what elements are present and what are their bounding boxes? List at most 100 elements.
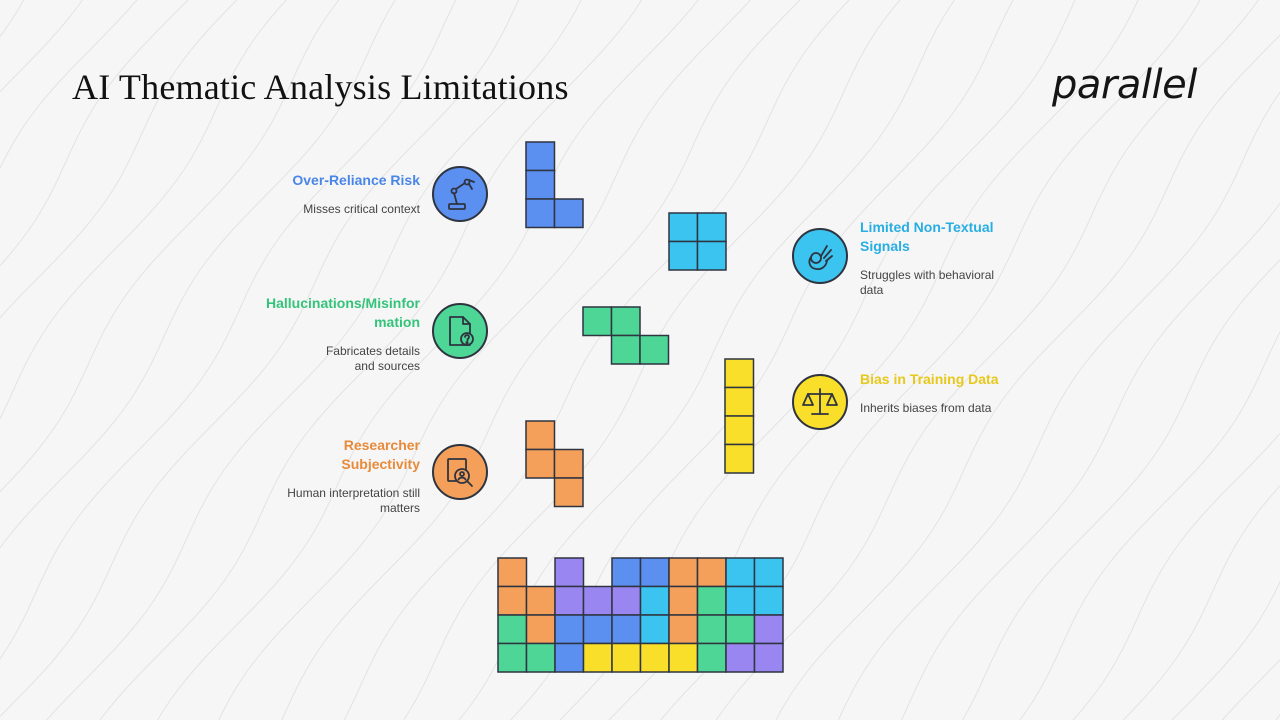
stacked-wall-block (639, 614, 670, 645)
green-z-tetromino (610, 334, 641, 365)
orange-s-tetromino (525, 448, 556, 479)
background-wave-line (46, 0, 582, 720)
stacked-wall-block (639, 642, 670, 673)
limitation-over-reliance: Over-Reliance Risk Misses critical conte… (230, 171, 420, 217)
stacked-wall-block (668, 642, 699, 673)
background-wave-line (775, 34, 1280, 720)
blue-l-tetromino (553, 198, 584, 229)
brand-logo: parallel (1052, 62, 1197, 108)
background-wave-line (0, 0, 238, 319)
stacked-wall-block (696, 614, 727, 645)
background-wave-line (343, 0, 850, 720)
stacked-wall-block (725, 614, 756, 645)
question-document-icon (432, 303, 488, 359)
limitation-non-textual: Limited Non-Textual Signals Struggles wi… (860, 218, 1005, 298)
limitation-bias-title: Bias in Training Data (860, 371, 999, 387)
green-z-tetromino (639, 334, 670, 365)
background-wave-line (0, 0, 138, 170)
stacked-wall-block (582, 642, 613, 673)
stacked-wall-block (668, 557, 699, 588)
cyan-square-tetromino (696, 212, 727, 243)
stacked-wall-block (611, 585, 642, 616)
stacked-wall-block (554, 585, 585, 616)
orange-s-tetromino (525, 420, 556, 451)
background-wave-line (1072, 432, 1280, 720)
stacked-wall-block (725, 642, 756, 673)
magnifier-person-icon (432, 444, 488, 500)
background-wave-line (0, 0, 340, 493)
background-wave-line (99, 0, 643, 720)
cyan-square-tetromino (668, 240, 699, 271)
limitation-researcher-subjectivity-title: Researcher Subjectivity (341, 437, 420, 472)
stacked-wall-block (639, 585, 670, 616)
stacked-wall-block (611, 614, 642, 645)
stacked-wall-block (696, 642, 727, 673)
cyan-square-tetromino (668, 212, 699, 243)
limitation-non-textual-title: Limited Non-Textual Signals (860, 219, 994, 254)
robot-arm-icon (432, 166, 488, 222)
limitation-bias-desc: Inherits biases from data (860, 401, 992, 415)
balance-scale-icon (792, 374, 848, 430)
stacked-wall-block (725, 585, 756, 616)
stacked-wall-block (696, 557, 727, 588)
limitation-hallucinations-desc: Fabricates details and sources (325, 344, 420, 373)
stacked-wall-block (554, 614, 585, 645)
stacked-wall-block (554, 642, 585, 673)
limitation-over-reliance-desc: Misses critical context (303, 202, 420, 216)
background-wave-line (0, 0, 457, 660)
stacked-wall-block (497, 557, 528, 588)
limitation-non-textual-desc: Struggles with behavioral data (860, 268, 995, 297)
stacked-wall-block (554, 557, 585, 588)
cyan-square-tetromino (696, 240, 727, 271)
stacked-wall-block (725, 557, 756, 588)
limitation-hallucinations-title: Hallucinations/Misinformation (265, 295, 420, 330)
background-wave-line (281, 0, 801, 720)
yellow-i-tetromino (724, 386, 755, 417)
stacked-wall-block (582, 585, 613, 616)
limitation-over-reliance-title: Over-Reliance Risk (292, 172, 420, 188)
background-wave-line (1171, 580, 1280, 720)
stacked-wall-block (525, 585, 556, 616)
green-z-tetromino (610, 306, 641, 337)
limitation-researcher-subjectivity-desc: Human interpretation still matters (287, 486, 420, 515)
yellow-i-tetromino (724, 443, 755, 474)
background-wave-line (0, 0, 189, 267)
limitation-hallucinations: Hallucinations/Misinformation Fabricates… (260, 294, 420, 374)
yellow-i-tetromino (724, 358, 755, 389)
background-wave-line (1019, 330, 1280, 720)
blue-l-tetromino (525, 141, 556, 172)
background-wave-line (1122, 485, 1280, 720)
stacked-wall-block (753, 642, 784, 673)
stacked-wall-block (497, 585, 528, 616)
stacked-wall-block (753, 557, 784, 588)
orange-s-tetromino (553, 477, 584, 508)
stacked-wall-block (696, 585, 727, 616)
background-wave-line (0, 0, 519, 718)
stacked-wall-block (525, 614, 556, 645)
background-wave-line (0, 0, 396, 549)
background-wave-line (218, 0, 752, 720)
ok-hand-icon (792, 228, 848, 284)
orange-s-tetromino (553, 448, 584, 479)
stacked-wall-block (668, 585, 699, 616)
blue-l-tetromino (525, 169, 556, 200)
stacked-wall-block (582, 614, 613, 645)
page-title: AI Thematic Analysis Limitations (72, 67, 569, 107)
green-z-tetromino (582, 306, 613, 337)
stacked-wall-block (525, 642, 556, 673)
stacked-wall-block (497, 614, 528, 645)
stacked-wall-block (753, 614, 784, 645)
stacked-wall-block (639, 557, 670, 588)
background-wave-line (961, 259, 1280, 720)
background-wave-line (157, 0, 699, 720)
background-wave-line (715, 0, 1260, 720)
blue-l-tetromino (525, 198, 556, 229)
stacked-wall-block (611, 557, 642, 588)
stacked-wall-block (611, 642, 642, 673)
background-wave-line (0, 0, 287, 420)
limitation-researcher-subjectivity: Researcher Subjectivity Human interpreta… (270, 436, 420, 516)
limitation-bias: Bias in Training Data Inherits biases fr… (860, 370, 1000, 416)
background-wave-line (837, 91, 1280, 720)
stacked-wall-block (668, 614, 699, 645)
